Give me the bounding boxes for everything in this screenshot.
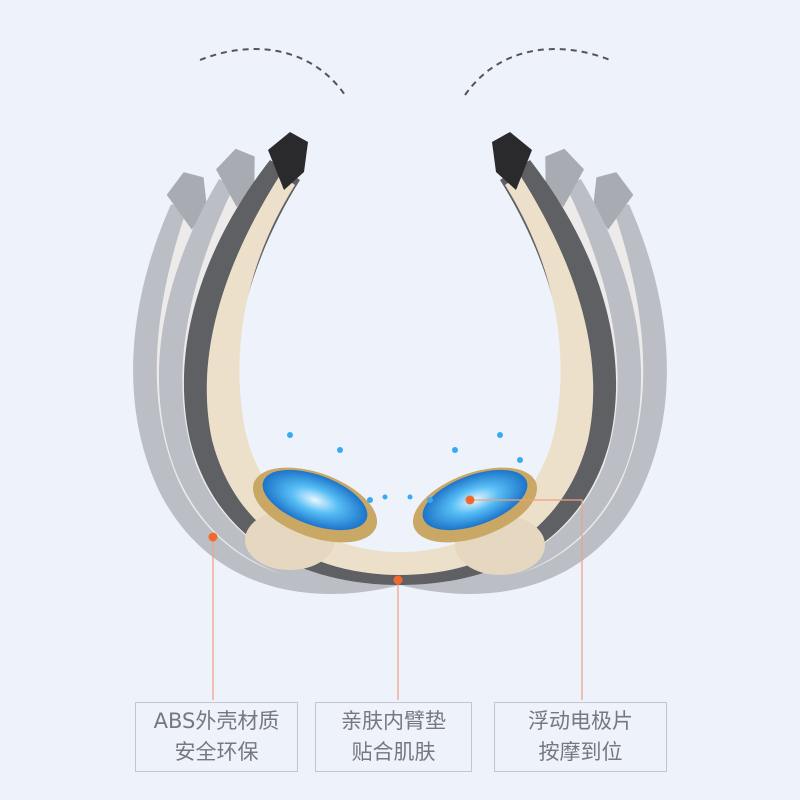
callout-title: 浮动电极片 [528,709,633,733]
callout-abs-shell: ABS外壳材质 安全环保 [135,702,298,772]
callout-inner-pad: 亲肤内臂垫 贴合肌肤 [315,702,472,772]
rotate-arrow-right-icon [464,48,611,96]
electrode-pad-left [245,467,378,570]
callout-subtitle: 贴合肌肤 [351,740,436,764]
leader-lines [212,499,583,700]
marker-shell [208,532,218,542]
rotate-arrow-left-icon [199,48,346,96]
callout-title: 亲肤内臂垫 [341,709,446,733]
pulse-dots [287,432,523,503]
callout-title: ABS外壳材质 [153,709,280,733]
callout-subtitle: 安全环保 [174,740,259,764]
callout-markers [208,495,475,585]
marker-electrode [465,495,475,505]
callout-subtitle: 按摩到位 [538,740,623,764]
callout-electrode: 浮动电极片 按摩到位 [494,702,667,772]
marker-inner-pad [393,575,403,585]
